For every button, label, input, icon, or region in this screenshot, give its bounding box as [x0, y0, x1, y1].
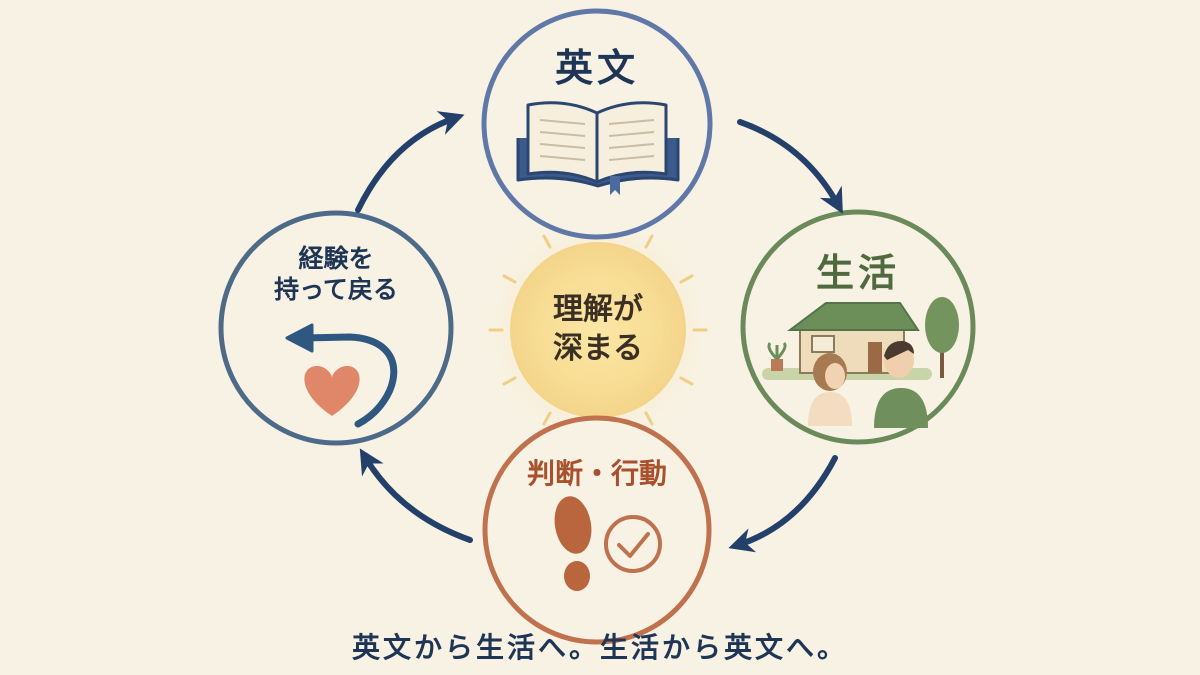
house-door	[868, 342, 882, 373]
woman-figure	[808, 353, 852, 426]
house-window	[811, 335, 835, 353]
house-scene-icon	[762, 297, 959, 428]
center-sun	[480, 212, 716, 448]
check-circle-icon	[604, 515, 662, 573]
caption-text: 英文から生活へ。生活から英文へ。	[351, 631, 848, 664]
house-roof	[787, 302, 920, 331]
tree-crown	[925, 297, 959, 353]
arrow-english-to-life	[737, 119, 843, 214]
man-figure	[874, 340, 928, 428]
arrow-action-to-experience	[359, 448, 473, 543]
experience-node-label: 経験を 持って戻る	[236, 243, 436, 306]
center-label: 理解が 深まる	[498, 290, 698, 368]
experience-label-line2: 持って戻る	[274, 275, 398, 305]
arrow-experience-to-english	[355, 111, 465, 213]
heart-icon	[304, 366, 360, 416]
life-node-label: 生活	[815, 251, 900, 295]
open-book-icon	[516, 101, 680, 195]
sun-disc	[510, 242, 686, 418]
action-node-label: 判断・行動	[526, 457, 667, 490]
plant-pot	[771, 359, 783, 371]
center-label-line2: 深まる	[553, 331, 643, 366]
plant-leaves	[767, 341, 787, 361]
sun-rays	[488, 220, 708, 440]
bookmark-ribbon	[610, 176, 620, 195]
footprint-icon	[554, 496, 592, 591]
english-node-label: 英文	[554, 46, 639, 90]
experience-label-line1: 経験を	[298, 244, 374, 273]
center-label-line1: 理解が	[553, 292, 643, 327]
cycle-arrows	[355, 111, 843, 553]
heart-return-icon	[285, 323, 398, 428]
return-arrow-icon	[298, 333, 398, 428]
action-node-ring	[482, 415, 712, 645]
arrow-life-to-action	[728, 455, 838, 553]
